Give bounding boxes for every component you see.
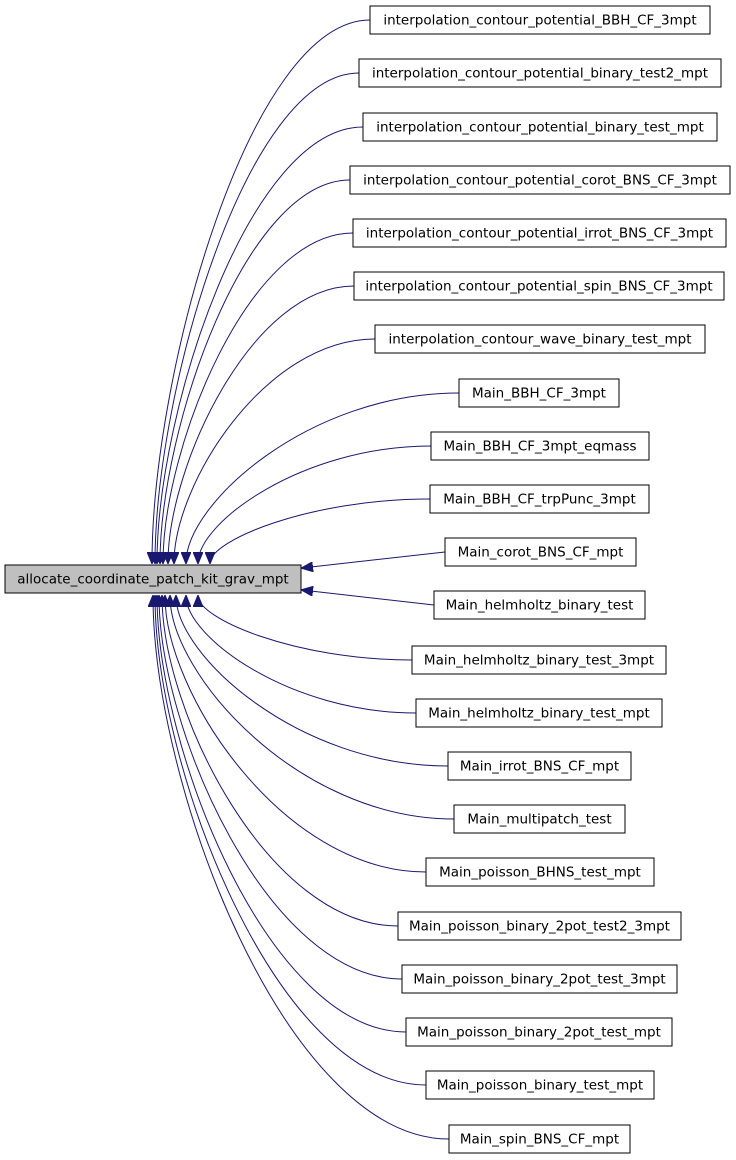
call-edge <box>159 596 403 980</box>
caller-node-label: interpolation_contour_potential_BBH_CF_3… <box>383 13 696 29</box>
call-edge <box>176 596 449 767</box>
caller-node-label: Main_poisson_binary_test_mpt <box>437 1078 643 1094</box>
call-edge <box>210 498 431 563</box>
caller-node[interactable]: Main_BBH_CF_trpPunc_3mpt <box>429 484 650 514</box>
caller-node-label: interpolation_contour_potential_irrot_BN… <box>366 226 713 242</box>
caller-node[interactable]: Main_poisson_binary_2pot_test_mpt <box>405 1017 673 1047</box>
caller-node-box <box>448 1124 631 1154</box>
caller-node-label: Main_irrot_BNS_CF_mpt <box>460 759 619 775</box>
caller-node-box <box>425 857 655 887</box>
call-edge <box>152 19 371 563</box>
caller-node-box <box>433 590 646 620</box>
caller-node-label: interpolation_contour_potential_binary_t… <box>376 120 704 136</box>
caller-node[interactable]: Main_poisson_binary_2pot_test2_3mpt <box>397 911 682 941</box>
caller-node[interactable]: interpolation_contour_potential_BBH_CF_3… <box>369 5 711 35</box>
call-edge <box>170 596 455 820</box>
call-edge <box>157 126 364 563</box>
caller-node[interactable]: interpolation_contour_potential_binary_t… <box>362 112 718 142</box>
caller-node-label: interpolation_contour_potential_spin_BNS… <box>365 279 712 295</box>
caller-node-label: Main_helmholtz_binary_test_3mpt <box>424 653 654 669</box>
caller-node[interactable]: Main_multipatch_test <box>453 804 626 834</box>
caller-node-box <box>358 58 722 88</box>
caller-node-box <box>415 698 663 728</box>
caller-node[interactable]: Main_corot_BNS_CF_mpt <box>444 537 637 567</box>
call-edge <box>155 72 360 563</box>
call-edge <box>198 596 413 661</box>
caller-node-label: Main_corot_BNS_CF_mpt <box>458 545 624 561</box>
caller-node-label: interpolation_contour_potential_corot_BN… <box>363 173 717 189</box>
call-edge <box>162 596 399 927</box>
caller-node[interactable]: Main_spin_BNS_CF_mpt <box>448 1124 631 1154</box>
caller-node-box <box>444 537 637 567</box>
caller-node-box <box>369 5 711 35</box>
call-edge <box>198 445 432 563</box>
caller-node-label: interpolation_contour_potential_binary_t… <box>372 66 708 82</box>
call-edge <box>165 596 427 873</box>
call-edge <box>174 338 376 563</box>
target-node[interactable]: allocate_coordinate_patch_kit_grav_mpt <box>4 564 302 594</box>
caller-node[interactable]: Main_helmholtz_binary_test_3mpt <box>411 645 667 675</box>
caller-node[interactable]: interpolation_contour_wave_binary_test_m… <box>374 324 706 354</box>
caller-node-label: interpolation_contour_wave_binary_test_m… <box>388 332 691 348</box>
caller-node-box <box>429 484 650 514</box>
caller-node-box <box>425 1070 655 1100</box>
call-edge <box>302 551 446 568</box>
caller-node-label: Main_BBH_CF_3mpt <box>472 386 606 402</box>
caller-node-box <box>447 751 632 781</box>
caller-node[interactable]: Main_BBH_CF_3mpt_eqmass <box>430 431 650 461</box>
caller-node[interactable]: interpolation_contour_potential_corot_BN… <box>349 165 731 195</box>
caller-node[interactable]: interpolation_contour_potential_irrot_BN… <box>352 218 727 248</box>
caller-node-box <box>458 378 620 408</box>
call-edge <box>186 596 417 714</box>
caller-node[interactable]: Main_helmholtz_binary_test <box>433 590 646 620</box>
caller-node-label: Main_helmholtz_binary_test_mpt <box>428 706 650 722</box>
caller-node-box <box>453 804 626 834</box>
call-edge <box>168 285 355 563</box>
caller-node[interactable]: interpolation_contour_potential_spin_BNS… <box>353 271 725 301</box>
caller-node-label: Main_multipatch_test <box>467 812 611 828</box>
caller-node-label: Main_BBH_CF_3mpt_eqmass <box>443 439 636 455</box>
caller-node[interactable]: Main_poisson_BHNS_test_mpt <box>425 857 655 887</box>
call-edge <box>155 596 427 1086</box>
caller-node[interactable]: Main_poisson_binary_test_mpt <box>425 1070 655 1100</box>
call-edge <box>302 590 435 606</box>
caller-node-box <box>352 218 727 248</box>
caller-node-box <box>397 911 682 941</box>
target-node-label: allocate_coordinate_patch_kit_grav_mpt <box>17 572 288 588</box>
call-edges <box>152 19 460 1140</box>
call-edge <box>157 596 407 1033</box>
caller-node-box <box>374 324 706 354</box>
caller-node-box <box>405 1017 673 1047</box>
call-edge <box>160 179 351 563</box>
call-edge <box>153 596 450 1140</box>
call-edge <box>186 392 460 563</box>
caller-node[interactable]: Main_irrot_BNS_CF_mpt <box>447 751 632 781</box>
caller-node-label: Main_poisson_BHNS_test_mpt <box>439 865 641 881</box>
caller-node-label: Main_poisson_binary_2pot_test_mpt <box>417 1025 661 1041</box>
caller-nodes: interpolation_contour_potential_BBH_CF_3… <box>349 5 731 1154</box>
caller-node-box <box>362 112 718 142</box>
call-edge <box>163 232 354 563</box>
caller-node[interactable]: Main_BBH_CF_3mpt <box>458 378 620 408</box>
caller-node[interactable]: Main_helmholtz_binary_test_mpt <box>415 698 663 728</box>
caller-node-box <box>401 964 678 994</box>
caller-node-label: Main_spin_BNS_CF_mpt <box>460 1132 619 1148</box>
caller-node[interactable]: Main_poisson_binary_2pot_test_3mpt <box>401 964 678 994</box>
caller-node-box <box>353 271 725 301</box>
caller-node-label: Main_BBH_CF_trpPunc_3mpt <box>443 492 636 508</box>
caller-node-box <box>411 645 667 675</box>
caller-node-label: Main_poisson_binary_2pot_test_3mpt <box>413 972 665 988</box>
caller-node-label: Main_poisson_binary_2pot_test2_3mpt <box>409 919 670 935</box>
caller-node-label: Main_helmholtz_binary_test <box>446 598 634 614</box>
caller-node[interactable]: interpolation_contour_potential_binary_t… <box>358 58 722 88</box>
caller-node-box <box>349 165 731 195</box>
target-node-box <box>4 564 302 594</box>
caller-node-box <box>430 431 650 461</box>
